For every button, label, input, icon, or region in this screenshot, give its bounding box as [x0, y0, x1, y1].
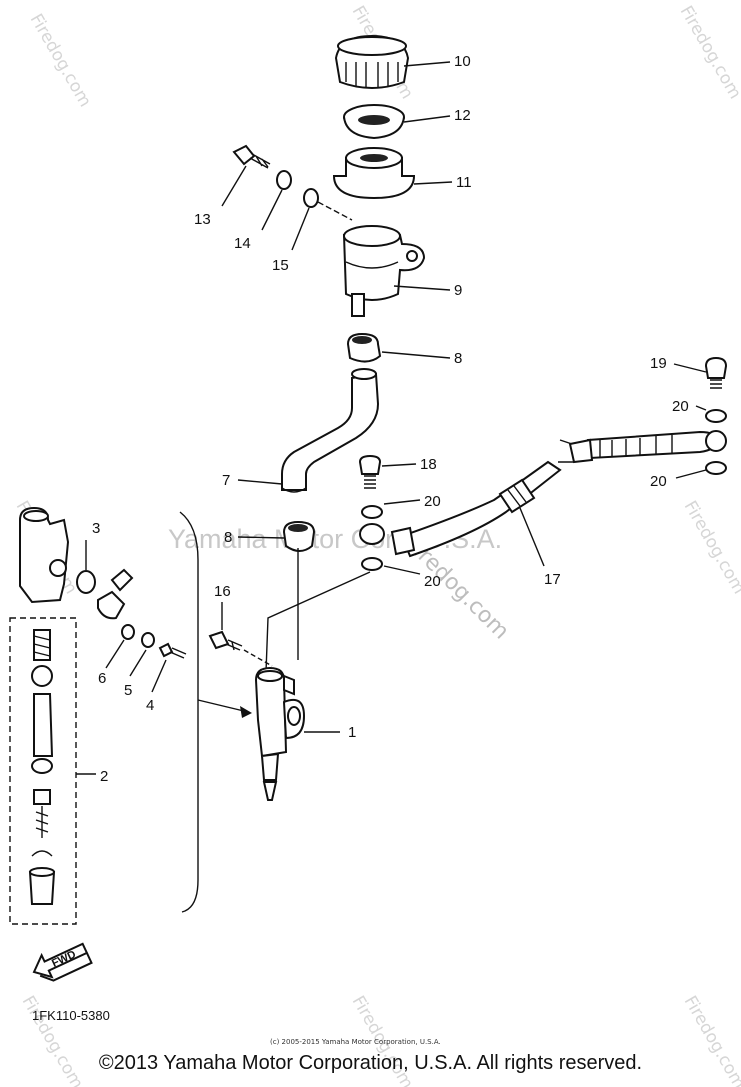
small-copyright: (c) 2005-2015 Yamaha Motor Corporation, …	[270, 1038, 441, 1046]
pointer-arrow	[197, 699, 249, 713]
callout-1: 1	[348, 724, 356, 741]
watermark-top-right: Firedog.com	[676, 3, 741, 103]
part-6-washer	[121, 624, 135, 640]
part-5-washer	[141, 632, 155, 648]
part-8-clamp-lower	[282, 520, 316, 552]
part-20-washer-d	[361, 557, 383, 571]
assembly-line-16	[243, 649, 273, 667]
part-2-kit-box	[9, 617, 77, 925]
part-12-diaphragm-plate	[343, 104, 405, 140]
part-7-hose	[281, 368, 380, 493]
part-20-washer-a	[705, 409, 727, 423]
callout-labels: 10 12 11 13 14 15 9 8 19 20 18 20 7 20 3…	[92, 53, 689, 785]
callout-8-lower: 8	[224, 529, 232, 546]
part-4-screw	[158, 642, 187, 659]
leader-lines	[85, 61, 707, 733]
part-10-reservoir-cap	[334, 34, 410, 89]
callout-5: 5	[124, 682, 132, 699]
part-cylinder-body-left	[19, 506, 70, 604]
fwd-label: FWD	[50, 948, 78, 969]
fwd-arrow: FWD	[32, 942, 93, 982]
pointer-arrowhead	[240, 706, 252, 718]
part-15-washer	[303, 188, 319, 208]
group-bracket	[179, 511, 199, 913]
part-20-washer-banjo	[359, 523, 385, 545]
part-9-reservoir	[342, 225, 426, 317]
callout-9: 9	[454, 282, 462, 299]
part-17-brake-hose	[390, 460, 562, 558]
assembly-line-15-9	[317, 201, 353, 221]
callout-20-c: 20	[424, 493, 441, 510]
watermark-mid-right: Firedog.com	[680, 498, 741, 598]
callout-6: 6	[98, 670, 106, 687]
part-17-brake-hose-upper	[558, 430, 727, 464]
assembly-line-banjo	[265, 571, 371, 673]
callout-20-b: 20	[650, 473, 667, 490]
part-8-clamp-upper	[346, 332, 382, 363]
part-20-washer-c	[361, 505, 383, 519]
callout-15: 15	[272, 257, 289, 274]
callout-8-upper: 8	[454, 350, 462, 367]
callout-11: 11	[456, 174, 472, 191]
watermark-top-left: Firedog.com	[26, 11, 95, 111]
callout-10: 10	[454, 53, 471, 70]
part-18-union-bolt	[358, 454, 382, 489]
part-14-washer	[276, 170, 292, 190]
part-joint-left	[97, 568, 134, 620]
copyright-notice: ©2013 Yamaha Motor Corporation, U.S.A. A…	[98, 1052, 643, 1074]
part-11-diaphragm	[332, 147, 416, 200]
callout-13: 13	[194, 211, 211, 228]
part-16-bolt	[208, 630, 243, 651]
callout-17: 17	[544, 571, 561, 588]
diagram-code: 1FK110-5380	[32, 1008, 110, 1023]
callout-12: 12	[454, 107, 471, 124]
callout-20-a: 20	[672, 398, 689, 415]
part-19-union-bolt	[704, 356, 728, 389]
part-3-o-ring	[76, 570, 96, 594]
callout-3: 3	[92, 520, 100, 537]
callout-19: 19	[650, 355, 667, 372]
part-1-master-cylinder	[254, 666, 306, 801]
callout-14: 14	[234, 235, 251, 252]
part-2-piston-kit	[28, 629, 56, 905]
callout-20-d: 20	[424, 573, 441, 590]
callout-4: 4	[146, 697, 154, 714]
callout-2: 2	[100, 768, 108, 785]
callout-18: 18	[420, 456, 437, 473]
callout-7: 7	[222, 472, 230, 489]
part-20-washer-b	[705, 461, 727, 475]
callout-16: 16	[214, 583, 231, 600]
part-13-bolt	[232, 144, 271, 169]
